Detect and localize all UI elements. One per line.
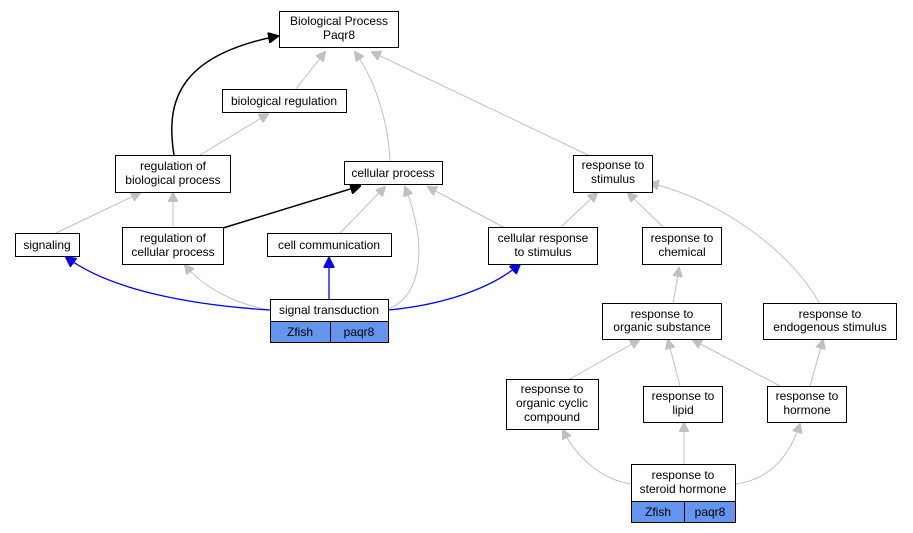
node-biological-regulation[interactable]: biological regulation — [222, 89, 347, 113]
node-label: endogenous stimulus — [773, 320, 886, 334]
edge-resp-steroid-to-resp-cyclic — [563, 430, 633, 485]
edge-reg-bio-to-bio-reg — [199, 114, 268, 156]
annotation-gene-label: paqr8 — [695, 505, 726, 519]
edge-cell-resp-to-resp-stim — [559, 193, 597, 229]
annotation-species-label: Zfish — [645, 505, 671, 519]
node-label: response to — [582, 158, 645, 172]
node-response-to-steroid-hormone[interactable]: response to steroid hormone Zfish paqr8 — [631, 464, 736, 523]
node-regulation-of-biological-process[interactable]: regulation of biological process — [115, 155, 231, 193]
node-label: response to — [521, 382, 584, 396]
edge-resp-lipid-to-resp-org — [668, 340, 681, 387]
edge-resp-cyclic-to-resp-org — [567, 340, 639, 381]
node-label: response to — [652, 468, 715, 482]
node-label: signaling — [23, 238, 70, 252]
node-label: signal transduction — [279, 303, 379, 317]
edge-cell-proc-to-root — [355, 52, 391, 162]
node-signal-transduction[interactable]: signal transduction Zfish paqr8 — [270, 299, 389, 343]
edge-resp-hormone-to-resp-org — [693, 340, 781, 387]
node-label: response to — [651, 231, 714, 245]
edge-signal-trans-to-reg-cell — [185, 265, 271, 311]
node-label: cellular process — [131, 245, 214, 259]
edge-cell-resp-to-cell-proc — [428, 187, 506, 229]
node-label: cell communication — [278, 238, 380, 252]
edges-highlight — [66, 257, 520, 311]
node-regulation-of-cellular-process[interactable]: regulation of cellular process — [122, 227, 224, 265]
edge-cell-comm-to-cell-proc — [339, 187, 385, 234]
node-label: response to — [799, 307, 862, 321]
node-cellular-process[interactable]: cellular process — [344, 161, 443, 185]
node-response-to-organic-substance[interactable]: response to organic substance — [602, 303, 722, 340]
node-response-to-hormone[interactable]: response to hormone — [767, 386, 847, 423]
node-cellular-response-to-stimulus[interactable]: cellular response to stimulus — [488, 227, 598, 265]
edge-resp-hormone-to-resp-endo — [809, 340, 823, 387]
edge-reg-bio-regulates-root — [171, 36, 278, 156]
node-label: steroid hormone — [640, 482, 727, 496]
node-label: cellular process — [351, 166, 434, 180]
edge-resp-stim-to-root — [372, 52, 591, 157]
node-label: lipid — [672, 403, 693, 417]
edge-resp-org-to-resp-chem — [672, 268, 679, 305]
edge-signaling-to-reg-bio — [55, 193, 140, 234]
node-label: regulation of — [140, 231, 207, 245]
edge-signal-trans-to-cell-proc — [384, 187, 420, 311]
edges-regulates — [171, 36, 360, 229]
node-response-to-chemical[interactable]: response to chemical — [642, 227, 722, 265]
edge-resp-chem-to-resp-stim — [628, 193, 665, 229]
node-label: compound — [524, 410, 580, 424]
node-response-to-endogenous-stimulus[interactable]: response to endogenous stimulus — [763, 303, 897, 340]
edge-signal-trans-to-signaling — [66, 257, 271, 311]
node-label: hormone — [783, 403, 831, 417]
node-label: cellular response — [498, 231, 589, 245]
node-label: Paqr8 — [323, 28, 355, 42]
node-bp-root[interactable]: Biological Process Paqr8 — [279, 11, 399, 48]
edges-is-a — [55, 52, 823, 485]
node-label: biological process — [125, 173, 220, 187]
edge-bio-reg-to-root — [294, 52, 325, 91]
node-label: Biological Process — [290, 14, 388, 28]
annotation-gene-label: paqr8 — [344, 325, 375, 339]
node-label: to stimulus — [514, 245, 571, 259]
annotation-gene-cell[interactable] — [684, 501, 736, 523]
edge-reg-cell-regulates-cell-proc — [222, 186, 360, 229]
node-response-to-lipid[interactable]: response to lipid — [643, 386, 723, 423]
node-label: response to — [776, 389, 839, 403]
node-cell-communication[interactable]: cell communication — [267, 233, 392, 257]
node-label: organic cyclic — [516, 396, 588, 410]
node-label: response to — [631, 307, 694, 321]
node-signaling[interactable]: signaling — [15, 233, 80, 257]
node-label: response to — [652, 389, 715, 403]
node-label: stimulus — [591, 172, 635, 186]
node-label: biological regulation — [231, 94, 337, 108]
node-label: chemical — [658, 245, 705, 259]
annotation-gene-cell[interactable] — [330, 321, 389, 343]
edge-resp-endo-to-resp-stim — [650, 183, 821, 305]
edge-resp-steroid-to-resp-hormone — [734, 424, 800, 485]
edge-signal-trans-to-cell-resp — [388, 264, 520, 311]
annotation-species-label: Zfish — [287, 325, 313, 339]
node-label: regulation of — [140, 159, 207, 173]
node-label: organic substance — [613, 320, 711, 334]
node-response-to-stimulus[interactable]: response to stimulus — [573, 155, 653, 193]
node-response-to-organic-cyclic-compound[interactable]: response to organic cyclic compound — [506, 379, 599, 430]
